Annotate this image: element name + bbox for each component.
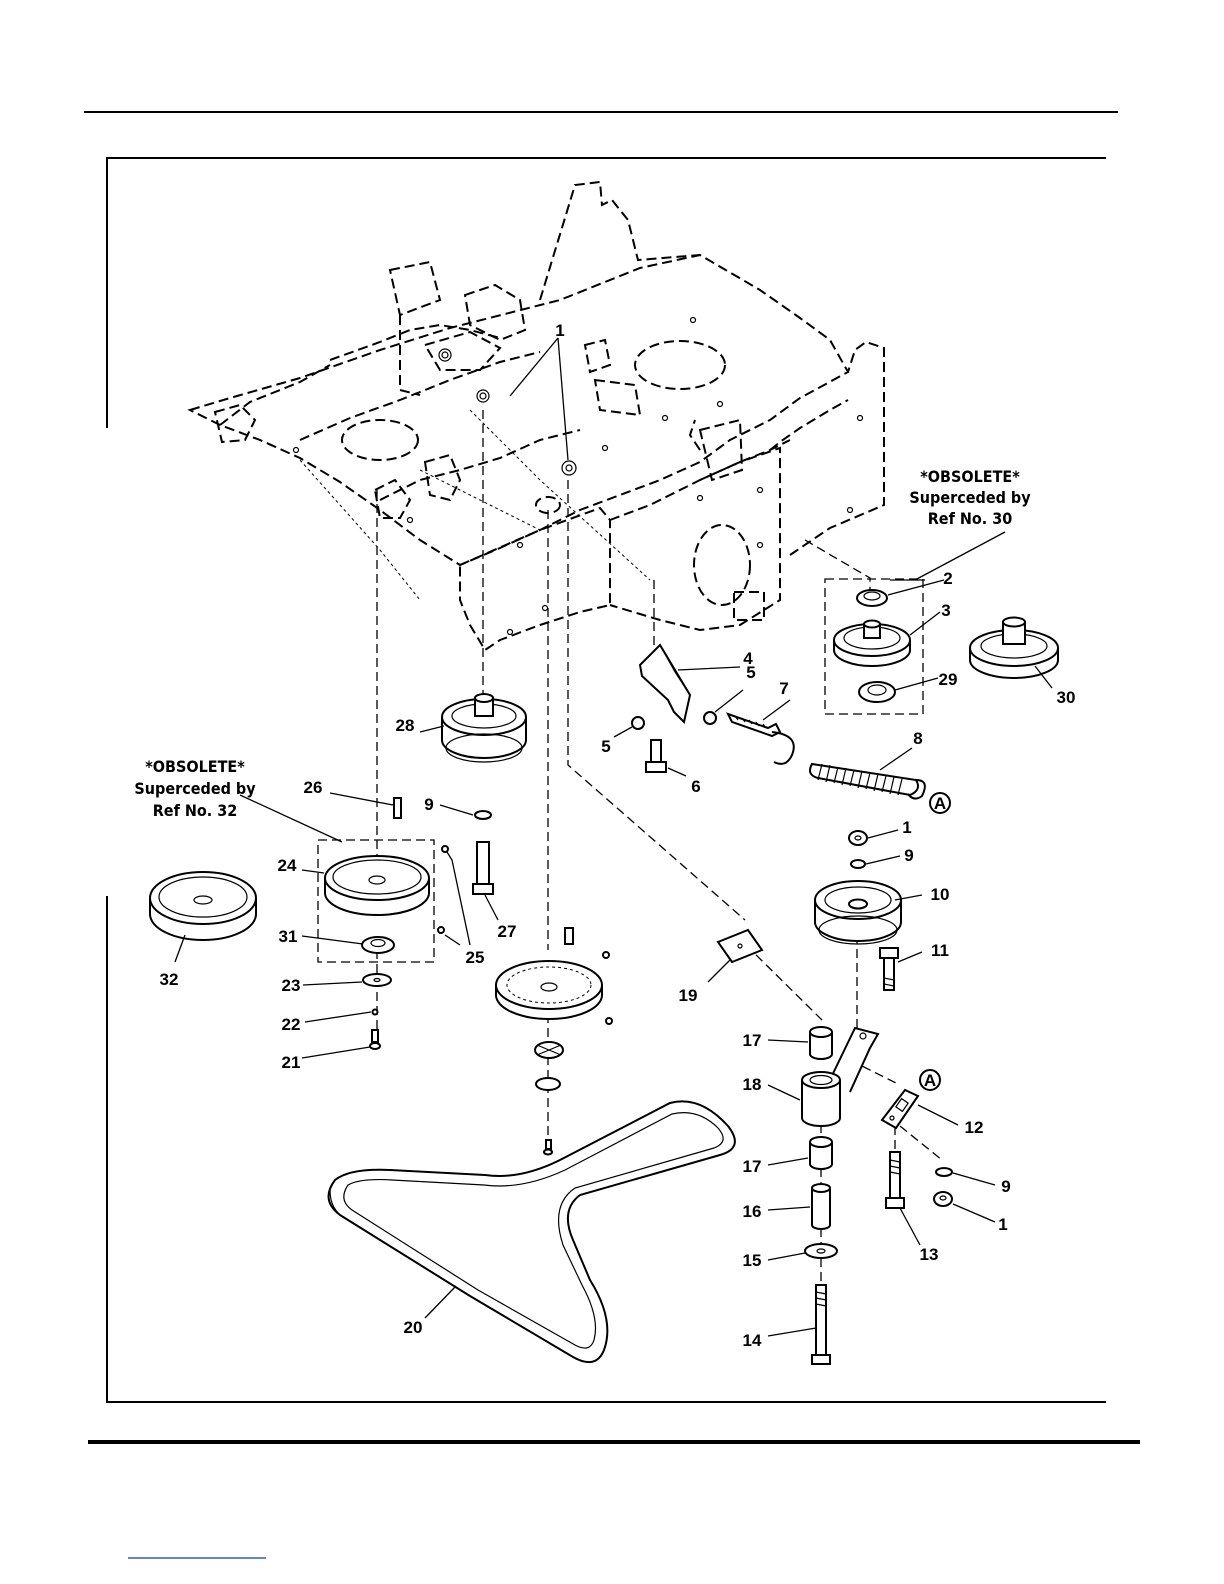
- part-13-bolt: [886, 1152, 904, 1208]
- callout-17: 17: [743, 1031, 762, 1050]
- part-31-hub: [362, 937, 394, 953]
- callout-15: 15: [743, 1251, 762, 1270]
- chassis-frame: [190, 182, 884, 650]
- note-a-line1: *OBSOLETE*: [920, 467, 1020, 486]
- callout-3: 3: [941, 601, 950, 620]
- callout-25: 25: [466, 948, 485, 967]
- part-2-bearing: [857, 590, 887, 606]
- part-4-bracket: [640, 645, 690, 722]
- marker-a-top-label: A: [934, 794, 946, 813]
- callout-17: 17: [743, 1157, 762, 1176]
- callout-1: 1: [998, 1215, 1007, 1234]
- part-15-washer: [805, 1244, 837, 1258]
- part-28-pulley: [442, 694, 526, 762]
- callout-5: 5: [601, 737, 610, 756]
- diagram-frame: [107, 158, 1106, 1402]
- callout-26: 26: [304, 778, 323, 797]
- callout-9: 9: [904, 846, 913, 865]
- part-9-washer-c: [936, 1168, 952, 1176]
- callout-32: 32: [160, 970, 179, 989]
- callout-31: 31: [279, 927, 298, 946]
- callout-21: 21: [282, 1053, 301, 1072]
- callout-11: 11: [931, 941, 949, 960]
- part-8-spring: [810, 764, 925, 799]
- part-10-pulley: [815, 881, 901, 944]
- part-9-washer-a: [475, 811, 491, 819]
- part-30-pulley: [970, 618, 1058, 679]
- part-3-pulley: [834, 621, 910, 667]
- note-b-line2: Superceded by: [134, 779, 256, 798]
- part-5-nut-a: [632, 717, 644, 729]
- part-24-pulley: [325, 856, 429, 915]
- part-17-bushing-a: [810, 1027, 832, 1059]
- callout-20: 20: [404, 1318, 423, 1337]
- part-6-bolt: [646, 740, 666, 772]
- part-29-bearing: [859, 682, 895, 702]
- callout-6: 6: [691, 777, 700, 796]
- callout-18: 18: [743, 1075, 762, 1094]
- drive-pulley-center: [496, 928, 612, 1155]
- callout-9: 9: [424, 795, 433, 814]
- part-23-washer: [363, 974, 391, 986]
- part-14-bolt: [812, 1285, 830, 1364]
- callout-23: 23: [282, 976, 301, 995]
- callout-10: 10: [931, 885, 950, 904]
- callout-13: 13: [920, 1245, 939, 1264]
- note-b-line3: Ref No. 32: [153, 801, 238, 820]
- callout-1: 1: [902, 818, 911, 837]
- callout-14: 14: [743, 1331, 762, 1350]
- callout-1: 1: [555, 321, 564, 340]
- callout-12: 12: [965, 1118, 984, 1137]
- callout-2: 2: [943, 569, 952, 588]
- part-16-spacer: [812, 1184, 830, 1229]
- part-22-lockwasher: [373, 1010, 378, 1015]
- callout-16: 16: [743, 1202, 762, 1221]
- callout-24: 24: [278, 856, 297, 875]
- part-17-bushing-b: [810, 1137, 832, 1169]
- callout-19: 19: [679, 986, 698, 1005]
- marker-a-bottom-label: A: [924, 1071, 936, 1090]
- part-11-bolt: [880, 948, 898, 990]
- note-a-line2: Superceded by: [909, 488, 1031, 507]
- part-26-key: [394, 798, 401, 818]
- part-25-screw-b: [438, 927, 444, 933]
- part-7-eyebolt: [728, 714, 794, 764]
- part-19-plate: [718, 930, 762, 962]
- callout-22: 22: [282, 1015, 301, 1034]
- callout-28: 28: [396, 716, 415, 735]
- note-a-line3: Ref No. 30: [928, 509, 1013, 528]
- part-20-belt: [329, 1101, 735, 1362]
- obsolete-note-b: *OBSOLETE* Superceded by Ref No. 32: [134, 757, 256, 820]
- part-1-nut-b: [849, 831, 867, 845]
- obsolete-note-a: *OBSOLETE* Superceded by Ref No. 30: [909, 467, 1031, 528]
- note-b-line1: *OBSOLETE*: [145, 757, 245, 776]
- callout-30: 30: [1057, 688, 1076, 707]
- part-25-screw-a: [442, 846, 448, 852]
- callout-7: 7: [779, 679, 788, 698]
- part-32-pulley: [150, 872, 256, 940]
- part-9-washer-b: [851, 860, 865, 868]
- part-21-screw: [370, 1030, 380, 1049]
- part-5-nut-b: [704, 712, 716, 724]
- callout-29: 29: [939, 670, 958, 689]
- callout-5: 5: [746, 663, 755, 682]
- callout-9: 9: [1001, 1177, 1010, 1196]
- callout-8: 8: [913, 729, 922, 748]
- part-1-nut-c: [934, 1192, 952, 1206]
- callout-27: 27: [498, 922, 517, 941]
- part-12-bracket: [882, 1090, 918, 1128]
- part-27-bolt: [473, 842, 493, 894]
